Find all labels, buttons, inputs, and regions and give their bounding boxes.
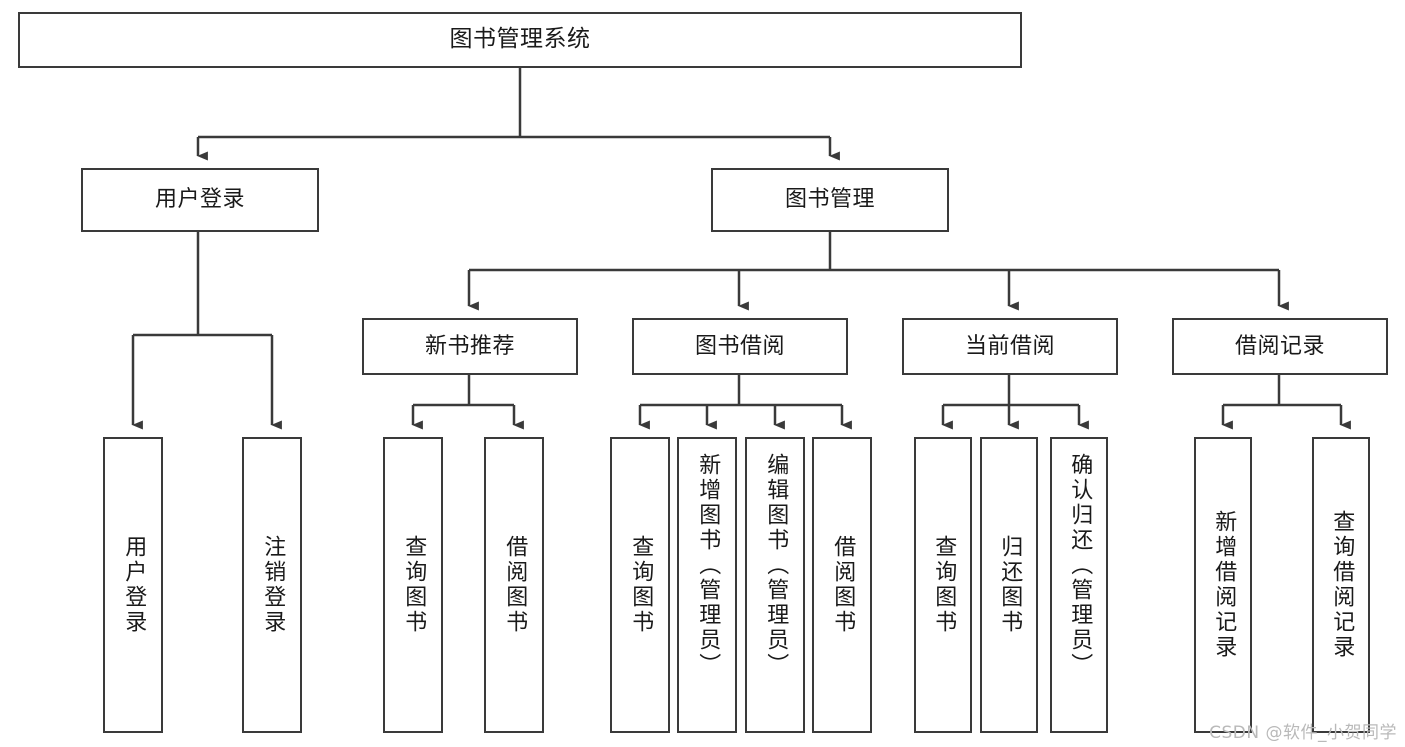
node-label: 借阅图书 <box>830 535 856 635</box>
node-user-login[interactable]: 用户登录 <box>81 168 319 232</box>
node-leaf-borrow-book-1[interactable]: 借阅图书 <box>484 437 544 733</box>
node-current-borrow[interactable]: 当前借阅 <box>902 318 1118 375</box>
node-leaf-edit-book[interactable]: 编辑图书（管理员） <box>745 437 805 733</box>
node-label: 查询图书 <box>628 535 654 635</box>
node-leaf-query-book-1[interactable]: 查询图书 <box>383 437 443 733</box>
node-root-system[interactable]: 图书管理系统 <box>18 12 1022 68</box>
node-leaf-add-record[interactable]: 新增借阅记录 <box>1194 437 1252 733</box>
node-leaf-return-book[interactable]: 归还图书 <box>980 437 1038 733</box>
node-label: 图书管理系统 <box>449 26 591 53</box>
node-new-book-recommend[interactable]: 新书推荐 <box>362 318 578 375</box>
csdn-watermark: CSDN @软件_小贺同学 <box>1209 723 1397 743</box>
node-label: 借阅记录 <box>1234 333 1325 359</box>
node-borrow-record[interactable]: 借阅记录 <box>1172 318 1388 375</box>
node-label: 图书借阅 <box>694 333 785 359</box>
node-label: 新增借阅记录 <box>1211 510 1237 660</box>
node-leaf-query-book-3[interactable]: 查询图书 <box>914 437 972 733</box>
node-leaf-confirm-return[interactable]: 确认归还（管理员） <box>1050 437 1108 733</box>
node-label: 图书管理 <box>784 187 875 213</box>
node-leaf-logout[interactable]: 注销登录 <box>242 437 302 733</box>
node-label: 用户登录 <box>154 187 245 213</box>
node-leaf-user-login[interactable]: 用户登录 <box>103 437 163 733</box>
node-label: 新增图书（管理员） <box>695 453 721 678</box>
node-label: 借阅图书 <box>502 535 528 635</box>
node-label: 查询图书 <box>401 535 427 635</box>
node-label: 查询图书 <box>931 535 957 635</box>
node-book-management[interactable]: 图书管理 <box>711 168 949 232</box>
node-label: 注销登录 <box>260 535 286 635</box>
node-label: 新书推荐 <box>424 333 515 359</box>
node-label: 用户登录 <box>121 535 147 635</box>
node-leaf-query-record[interactable]: 查询借阅记录 <box>1312 437 1370 733</box>
node-label: 归还图书 <box>997 535 1023 635</box>
node-leaf-query-book-2[interactable]: 查询图书 <box>610 437 670 733</box>
node-book-borrow[interactable]: 图书借阅 <box>632 318 848 375</box>
node-label: 确认归还（管理员） <box>1067 453 1093 678</box>
node-label: 编辑图书（管理员） <box>763 453 789 678</box>
node-leaf-borrow-book-2[interactable]: 借阅图书 <box>812 437 872 733</box>
node-leaf-add-book[interactable]: 新增图书（管理员） <box>677 437 737 733</box>
node-label: 当前借阅 <box>964 333 1055 359</box>
node-label: 查询借阅记录 <box>1329 510 1355 660</box>
